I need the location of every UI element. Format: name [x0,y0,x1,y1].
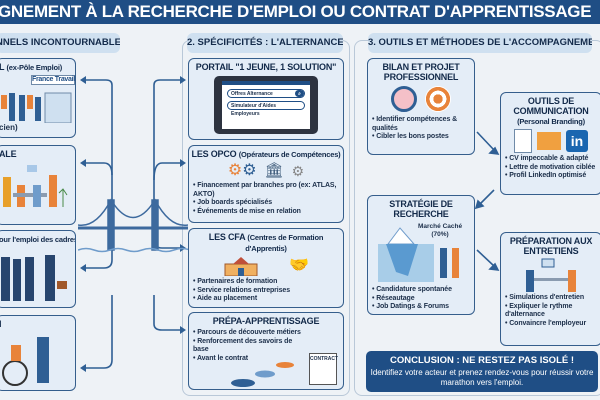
list-item: Identifier compétences & qualités [372,116,472,133]
panel-preparation-entretiens: PRÉPARATION AUX ENTRETIENS Simulations d… [500,232,600,346]
iceberg-percent: (70%) [431,230,449,238]
panel-1jeune-1solution: PORTAIL "1 JEUNE, 1 SOLUTION" Offres Alt… [188,58,344,140]
column-header-1: NNELS INCONTOURNABLES [0,33,120,53]
panel-title: PORTAIL "1 JEUNE, 1 SOLUTION" [195,62,337,72]
envelope-icon [537,132,561,150]
list-item: Lettre de motivation ciblée [505,164,599,173]
interview-illustration [526,258,576,292]
list-item: Simulations d'entretien [505,294,599,303]
panel-apec: our l'emploi des cadres) [0,230,76,308]
panel-apec-ale: ALE [0,145,76,225]
list-item: Job boards spécialisés [193,199,341,208]
panel-subtitle: (Opérateurs de Compétences) [238,150,341,159]
panel-title: STRATÉGIE DE RECHERCHE [389,199,453,219]
list-item: CV impeccable & adapté [505,155,599,164]
gears-icon: ⚙⚙ [227,162,257,179]
panel-title: L [0,62,4,72]
panel-title: PRÉPA-APPRENTISSAGE [212,316,320,326]
panel-france-travail: L (ex-Pôle Emploi) France Travail cien) [0,58,76,138]
tablet-illustration: Offres Alternance ⌕ Simulateur d'Aides Em… [214,76,318,134]
list-item: Événements de mise en relation [193,208,341,217]
panel-bilan: BILAN ET PROJET PROFESSIONNEL Identifier… [367,58,475,155]
bridge-icon [78,198,188,253]
column-header-3: 3. OUTILS ET MÉTHODES DE L'ACCOMPAGNEMEN… [368,33,592,53]
list-item: Candidature spontanée [372,286,452,295]
search-offres-alternance[interactable]: Offres Alternance ⌕ [227,89,305,98]
iceberg-illustration [378,227,459,282]
list-item: Renforcement des savoirs de base [193,338,305,355]
target-icon [425,86,451,112]
list-item: Cibler les bons postes [372,133,472,142]
search-label: Offres Alternance [231,91,273,97]
list-item: Partenaires de formation [193,278,341,287]
bank-icon: 🏛 [264,162,284,179]
simulateur-aides-button[interactable]: Simulateur d'Aides Employeurs [227,101,305,117]
contract-icon: CONTRACT [309,353,338,385]
panel-prepa-apprentissage: PRÉPA-APPRENTISSAGE Parcours de découver… [188,312,344,390]
panel-outils-communication: OUTILS DE COMMUNICATION (Personal Brandi… [500,92,600,195]
list-item: Financement par branches pro (ex: ATLAS,… [193,182,341,199]
column-header-2: 2. SPÉCIFICITÉS : L'ALTERNANCE [187,33,343,53]
cv-icon [514,129,532,153]
panel-title: I [0,319,75,329]
conclusion-text: Identifiez votre acteur et prenez rendez… [370,368,594,387]
france-travail-sign: France Travail [31,75,75,85]
search-icon[interactable]: ⌕ [295,90,304,97]
panel-cfa: LES CFA (Centres de Formation d'Apprenti… [188,228,344,308]
page-title: GNEMENT À LA RECHERCHE D'EMPLOI OU CONTR… [0,0,600,24]
panel-subtitle: (Personal Branding) [517,117,585,126]
handshake-icon: 🤝 [289,257,309,274]
conclusion-title: CONCLUSION : NE RESTEZ PAS ISOLÉ ! [389,355,575,366]
list-item: Profil LinkedIn optimisé [505,172,599,181]
panel-title: PRÉPARATION AUX ENTRETIENS [509,236,593,256]
panel-subtitle: our l'emploi des cadres) [0,235,76,244]
list-item: Avant le contrat [193,355,305,364]
iceberg-label: Marché Caché [418,223,463,230]
list-item: Aide au placement [193,295,341,304]
panel-title: OUTILS DE COMMUNICATION [513,96,589,116]
panel-strategie: STRATÉGIE DE RECHERCHE Marché Caché(70%)… [367,195,475,315]
panel-title: BILAN ET PROJET PROFESSIONNEL [382,62,460,82]
bridge-connectors [78,76,188,372]
list-item: Job Datings & Forums [372,303,452,312]
panel-opco: LES OPCO (Opérateurs de Compétences) ⚙⚙ 🏛… [188,145,344,223]
panel-subtitle: (Centres de Formation d'Apprentis) [245,233,324,253]
conclusion-banner: CONCLUSION : NE RESTEZ PAS ISOLÉ ! Ident… [366,351,598,392]
linkedin-icon: in [566,130,588,152]
meeting-illustration [3,165,68,207]
list-item: Service relations entreprises [193,287,341,296]
list-item: Parcours de découverte métiers [193,329,305,338]
list-item: Expliquer le rythme d'alternance [505,303,599,320]
panel-subtitle: (ex-Pôle Emploi) [6,63,63,72]
panel-title: LES OPCO [191,149,237,159]
school-building-icon [224,257,258,276]
wheelchair-handshake-illustration [2,337,49,386]
steps-illustration [231,362,294,387]
hand-gear-icon: ⚙ [291,163,305,179]
panel-title: ALE [0,149,17,159]
flow-arrows [474,131,500,271]
people-queue-illustration [1,92,72,124]
list-item: Réseautage [372,295,452,304]
panel-cap-emploi: I [0,315,76,391]
magnifier-brain-icon [391,86,417,112]
professionals-illustration [1,255,67,301]
panel-title: LES CFA [208,232,246,242]
panel-note: cien) [0,123,18,132]
list-item: Convaincre l'employeur [505,320,599,329]
